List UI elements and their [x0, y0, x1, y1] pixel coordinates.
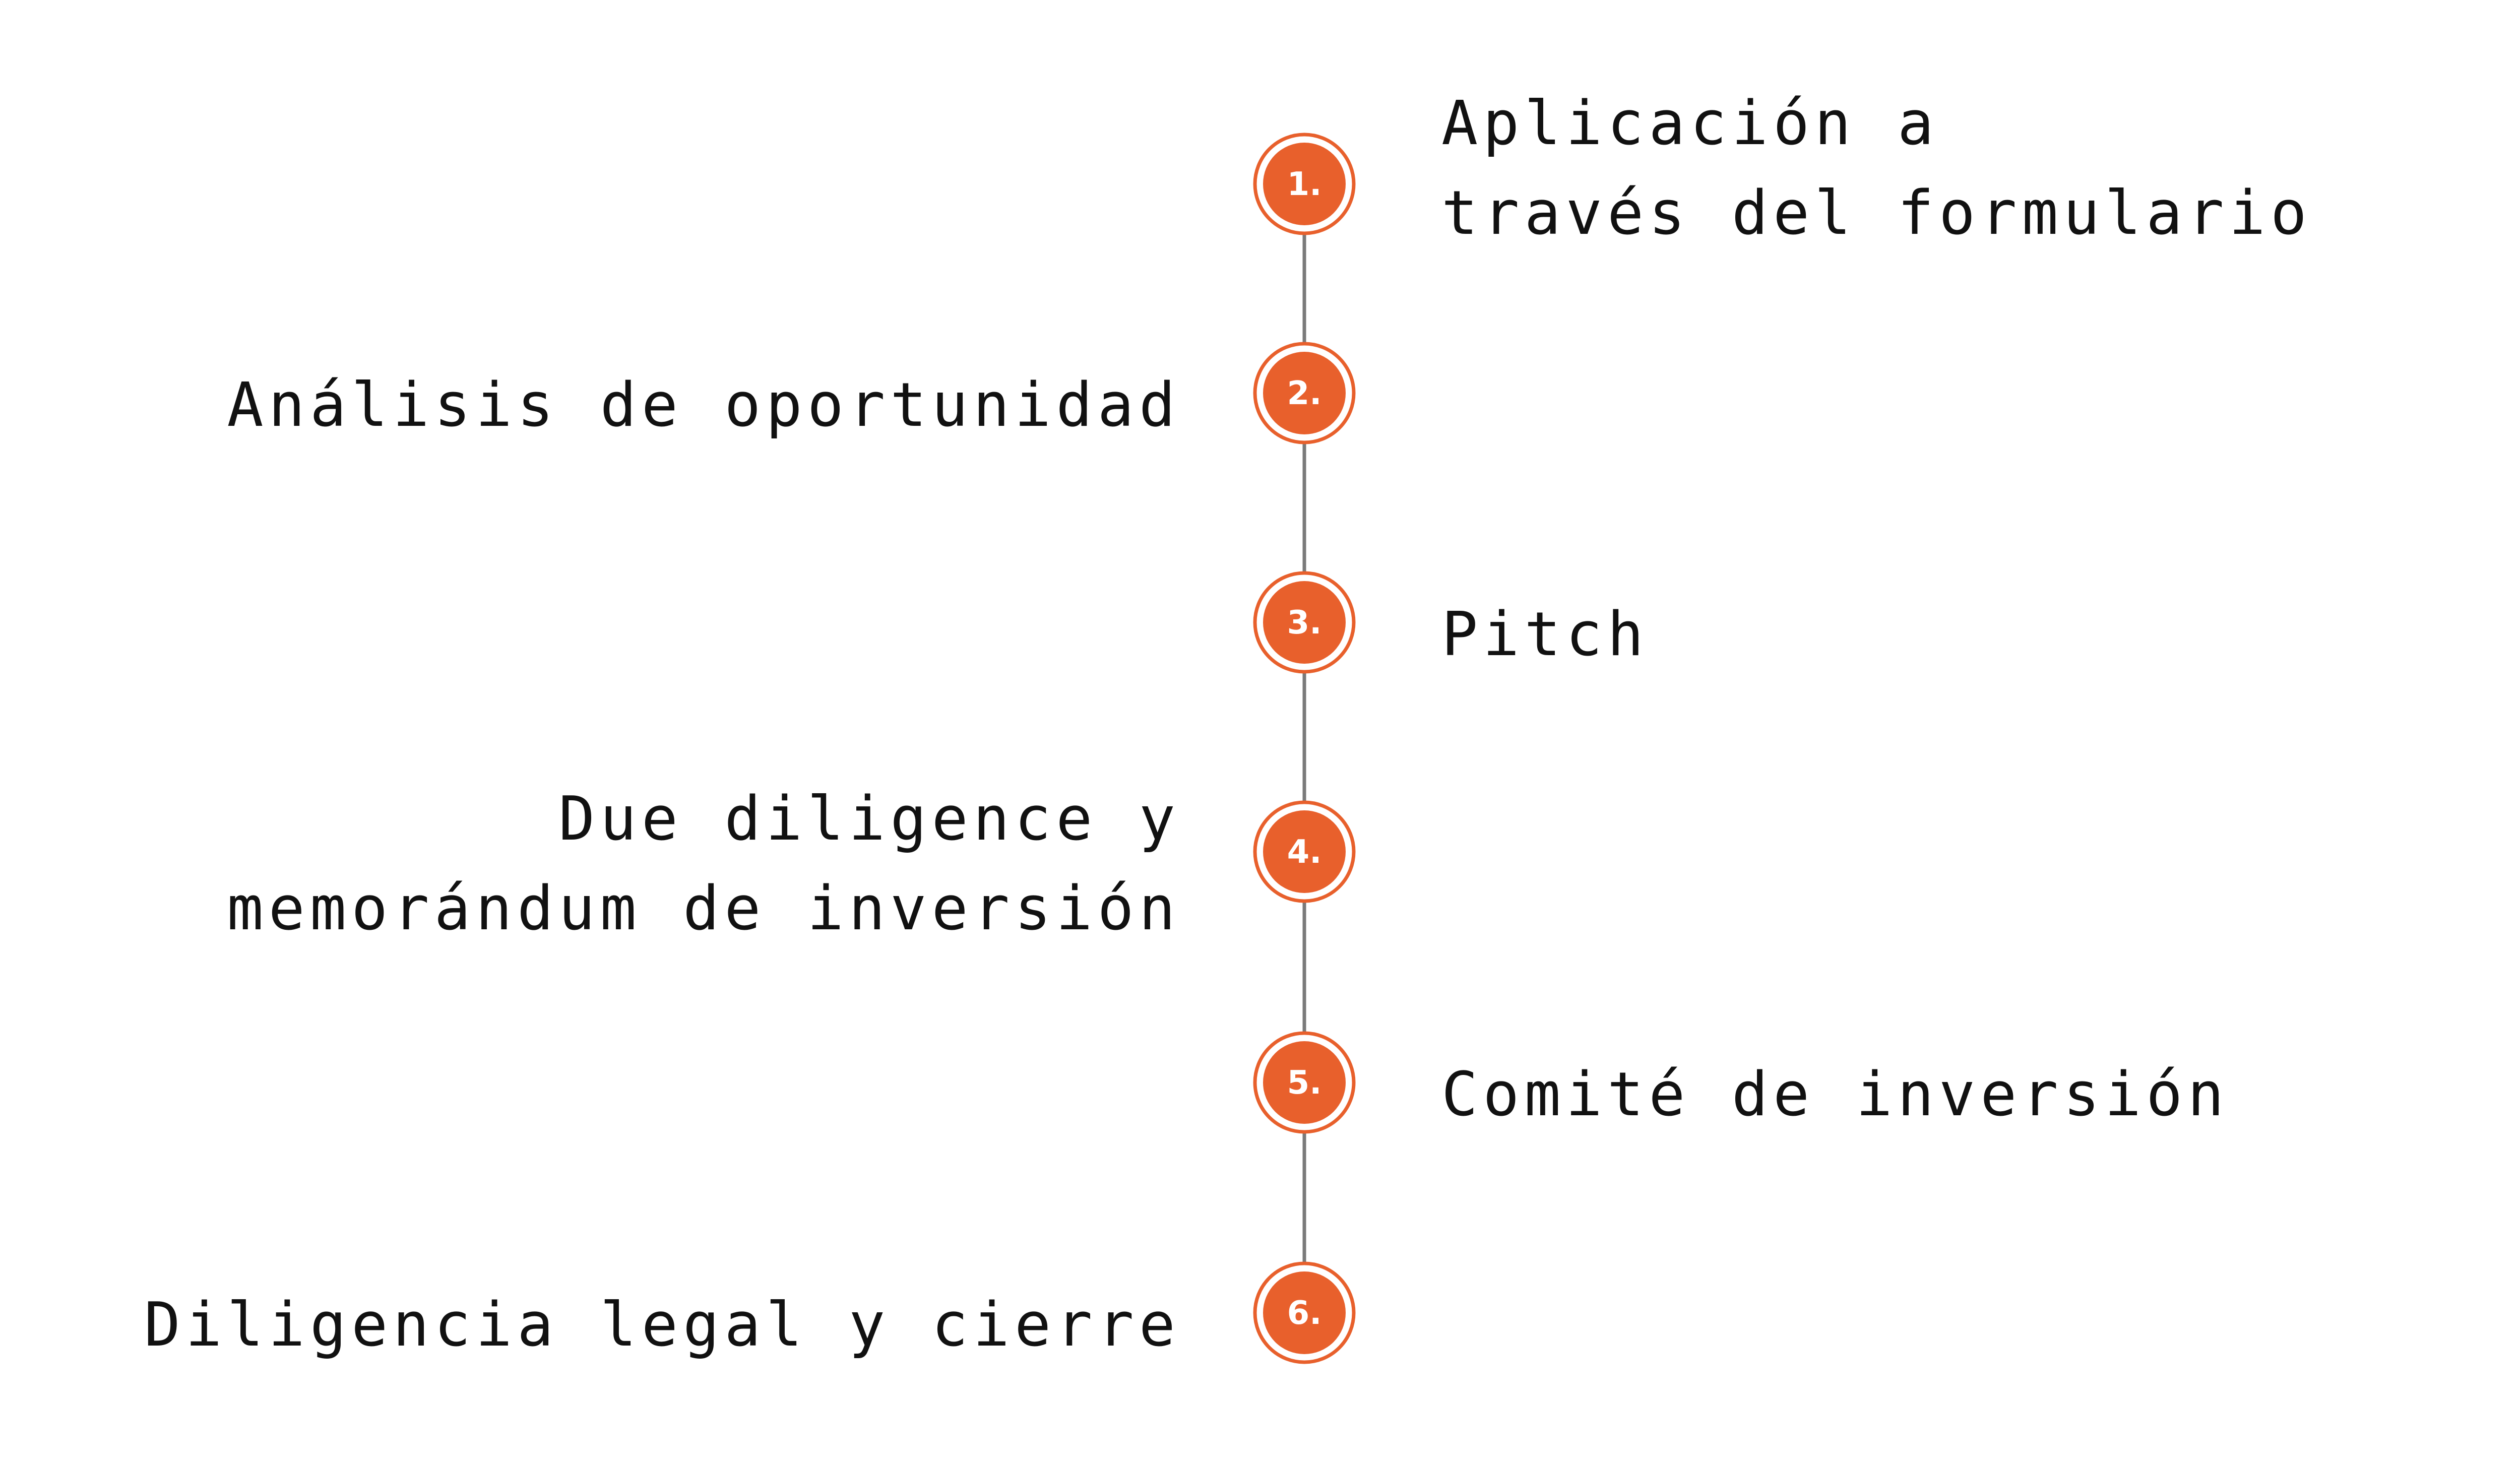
- step-disc: [1263, 1041, 1346, 1124]
- step-marker-5: 5.: [1253, 1031, 1356, 1134]
- step-label-5: Comité de inversión: [1441, 1060, 2229, 1130]
- step-label-2: Análisis de oportunidad: [227, 370, 1180, 440]
- step-number: 1.: [1287, 166, 1322, 203]
- step-label-3: Pitch: [1441, 600, 1649, 670]
- step-disc: [1263, 1271, 1346, 1354]
- step-marker-3: 3.: [1253, 571, 1356, 674]
- step-number: 6.: [1287, 1295, 1322, 1332]
- step-number: 5.: [1287, 1064, 1322, 1102]
- step-number: 2.: [1287, 375, 1322, 412]
- step-marker-2: 2.: [1253, 342, 1356, 444]
- step-number: 3.: [1287, 604, 1322, 642]
- step-disc: [1263, 143, 1346, 225]
- step-disc: [1263, 581, 1346, 664]
- step-disc: [1263, 352, 1346, 434]
- step-number: 4.: [1287, 834, 1322, 871]
- step-marker-1: 1.: [1253, 133, 1356, 235]
- step-label-1: Aplicación a través del formulario: [1441, 89, 2312, 248]
- step-marker-4: 4.: [1253, 800, 1356, 903]
- step-label-6: Diligencia legal y cierre: [144, 1290, 1180, 1360]
- step-label-4: Due diligence y memorándum de inversión: [227, 784, 1180, 944]
- step-disc: [1263, 810, 1346, 893]
- step-marker-6: 6.: [1253, 1261, 1356, 1364]
